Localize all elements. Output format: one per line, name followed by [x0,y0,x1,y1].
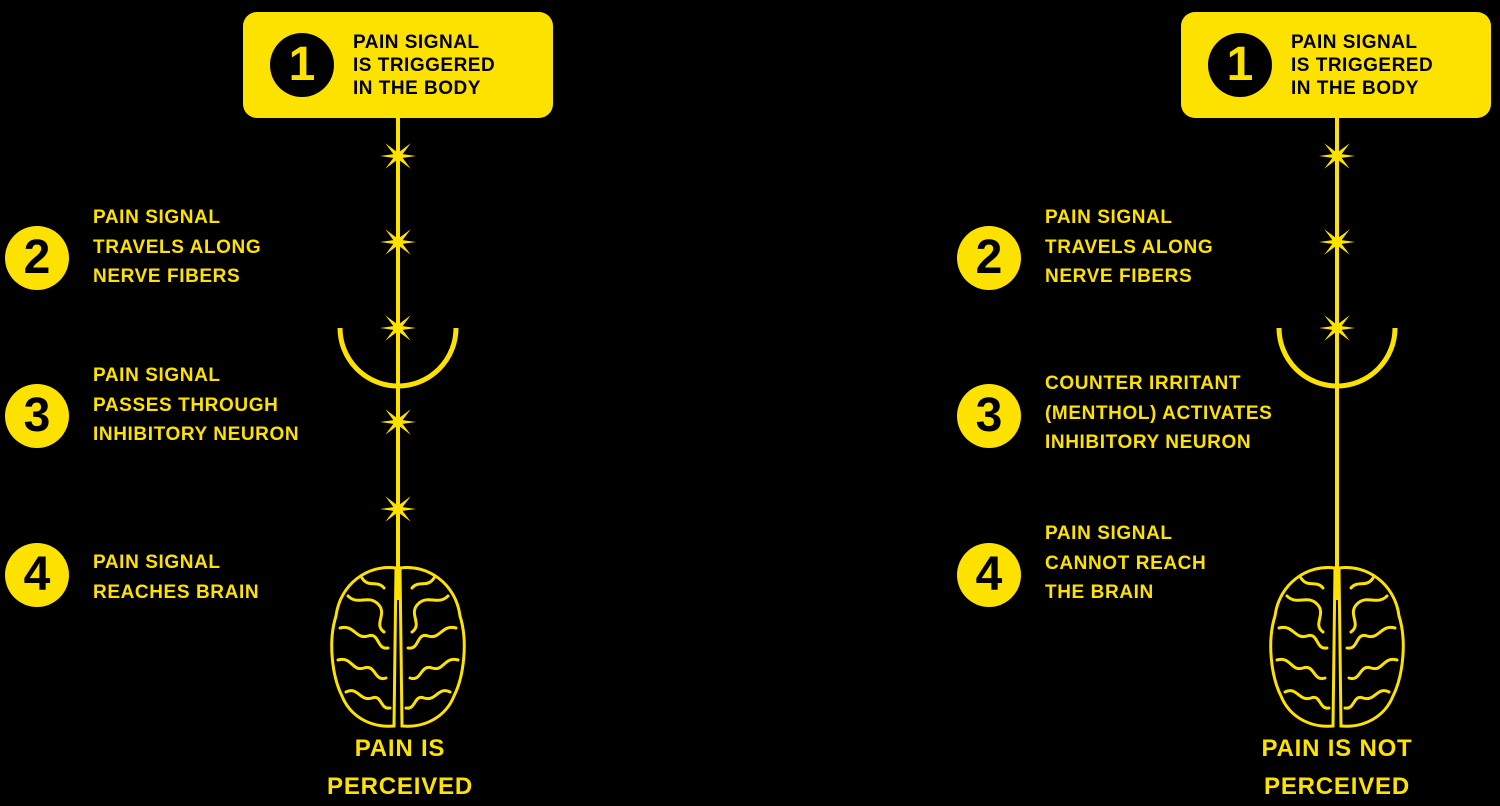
step-1-number: 1 [270,33,334,97]
step-1-text: PAIN SIGNAL IS TRIGGERED IN THE BODY [353,32,496,99]
inhibitory-neuron-arc-icon [337,327,459,389]
step-2-text: PAIN SIGNAL TRAVELS ALONG NERVE FIBERS [93,207,262,287]
step-1-box: 1 PAIN SIGNAL IS TRIGGERED IN THE BODY [1181,12,1491,118]
inhibitory-neuron-arc-icon [1276,327,1398,389]
star-spark-icon [1319,224,1355,260]
star-spark-icon [380,404,416,440]
brain-icon [1269,566,1405,728]
step-1-number: 1 [1208,33,1272,97]
step-1-box: 1 PAIN SIGNAL IS TRIGGERED IN THE BODY [243,12,553,118]
step-4-text: PAIN SIGNAL REACHES BRAIN [93,552,260,603]
star-spark-icon [380,310,416,346]
step-3-text: PAIN SIGNAL PASSES THROUGH INHIBITORY NE… [93,365,300,445]
step-3-text: COUNTER IRRITANT (MENTHOL) ACTIVATES INH… [1045,373,1273,453]
star-spark-icon [380,491,416,527]
result-text: PAIN IS NOT PERCEIVED [1261,735,1413,800]
star-spark-icon [380,138,416,174]
step-2-number: 2 [5,226,69,290]
step-3-number: 3 [5,384,69,448]
signal-sparks [380,138,416,527]
step-4-number: 4 [5,543,69,607]
pathway-graphic [1269,118,1405,728]
panel-normal-pathway: 1 PAIN SIGNAL IS TRIGGERED IN THE BODY 2… [0,0,750,800]
pathway-graphic [330,118,466,728]
brain-icon [330,566,466,728]
step-2-text: PAIN SIGNAL TRAVELS ALONG NERVE FIBERS [1045,207,1214,287]
step-1-text: PAIN SIGNAL IS TRIGGERED IN THE BODY [1291,32,1434,99]
result-text: PAIN IS PERCEIVED [327,735,473,800]
step-3-number: 3 [957,384,1021,448]
star-spark-icon [380,224,416,260]
step-2-number: 2 [957,226,1021,290]
step-4-number: 4 [957,543,1021,607]
signal-sparks [1319,138,1355,346]
star-spark-icon [1319,138,1355,174]
panel-counter-irritant-pathway: 1 PAIN SIGNAL IS TRIGGERED IN THE BODY 2… [952,0,1500,800]
star-spark-icon [1319,310,1355,346]
step-4-text: PAIN SIGNAL CANNOT REACH THE BRAIN [1045,523,1207,603]
